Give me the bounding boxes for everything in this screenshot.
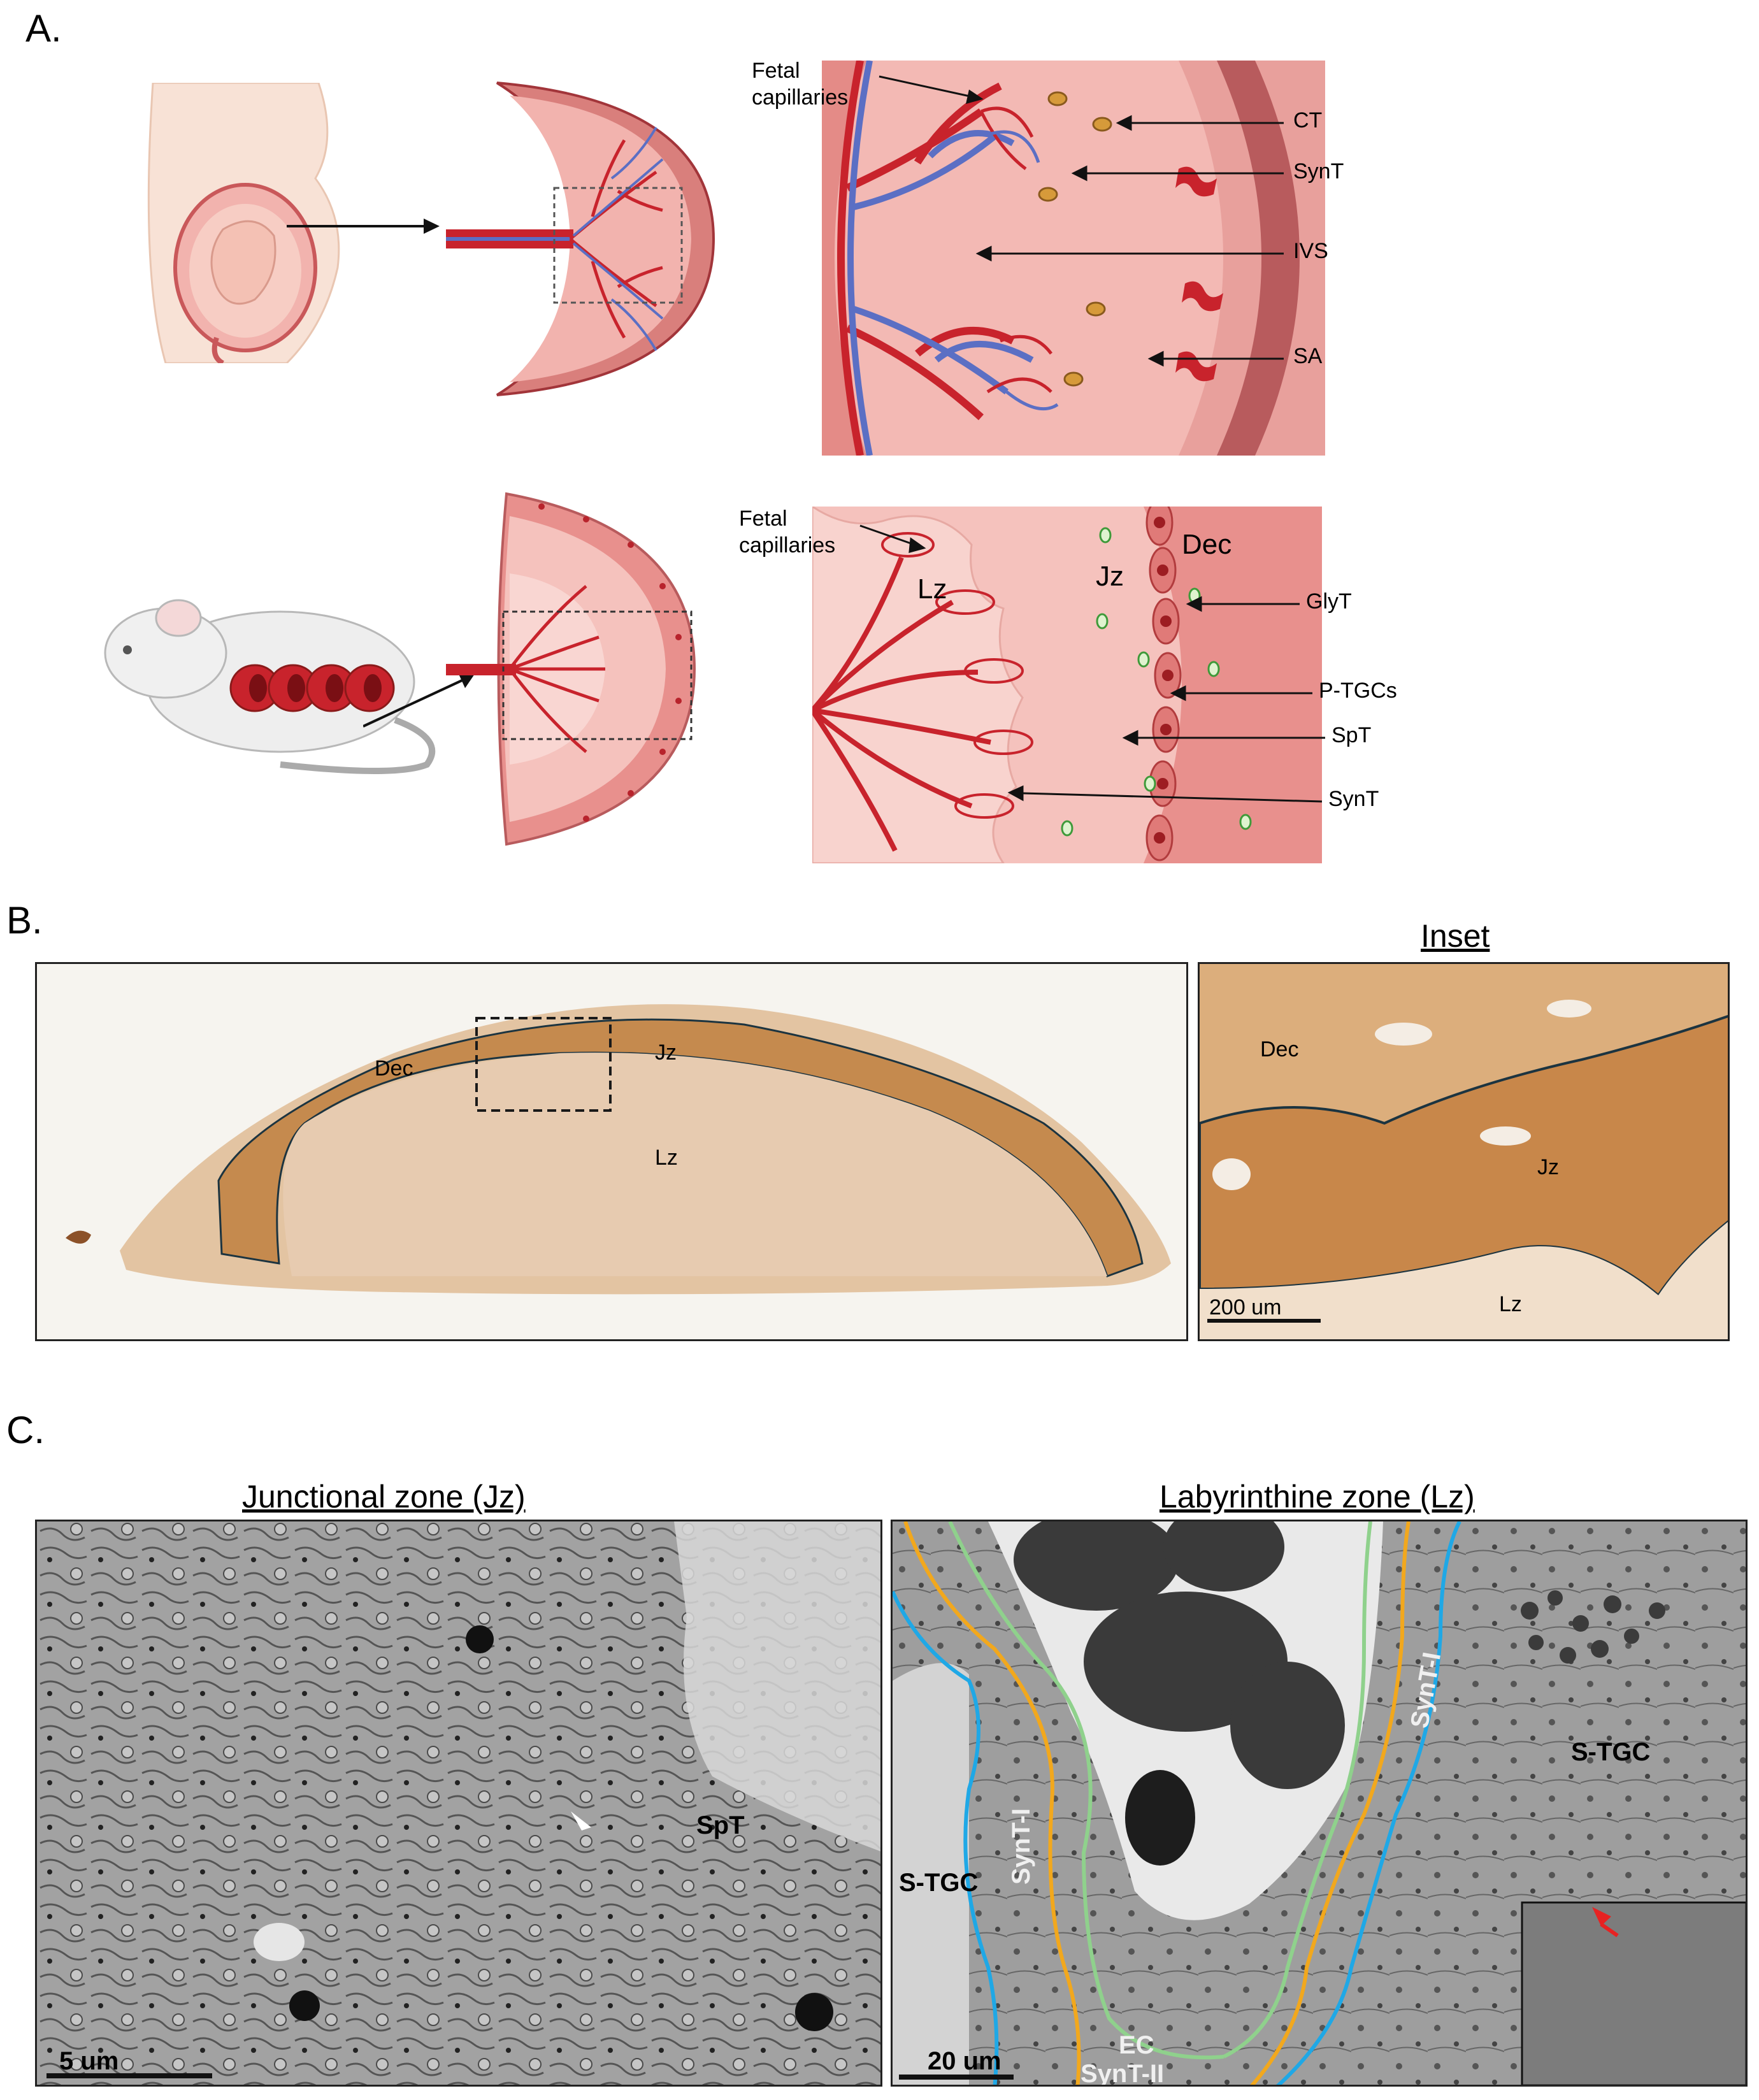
ihc-inset-tissue xyxy=(1200,964,1730,1341)
label-s-tgc-right: S-TGC xyxy=(1571,1738,1650,1767)
inset-scale-bar-label: 200 um xyxy=(1209,1295,1281,1320)
label-jz-overview: Jz xyxy=(655,1040,677,1065)
inset-title: Inset xyxy=(1421,917,1490,954)
label-jz-inset: Jz xyxy=(1537,1155,1559,1180)
label-spt-em: SpT xyxy=(696,1811,745,1840)
lz-em-title: Labyrinthine zone (Lz) xyxy=(1160,1478,1475,1515)
ihc-inset-image: Dec Jz Lz 200 um xyxy=(1198,962,1730,1341)
label-s-tgc-left: S-TGC xyxy=(899,1869,978,1897)
jz-em-title: Junctional zone (Jz) xyxy=(242,1478,526,1515)
panel-c-letter: C. xyxy=(6,1408,45,1452)
panel-b-letter: B. xyxy=(6,898,43,942)
mouse-label-arrows xyxy=(0,478,1759,828)
lz-em-image: S-TGC S-TGC SynT-I SynT-I EC SynT-II 20 … xyxy=(891,1520,1748,2087)
lz-scale-bar-label: 20 um xyxy=(928,2047,1002,2076)
ihc-overview-tissue xyxy=(37,964,1188,1341)
jz-em-image: SpT 5 um xyxy=(35,1520,882,2087)
lz-em-texture xyxy=(893,1521,1748,2087)
human-label-arrows xyxy=(0,0,1759,446)
label-lz-inset: Lz xyxy=(1499,1292,1522,1317)
label-ec: EC xyxy=(1119,2031,1154,2060)
label-lz-overview: Lz xyxy=(655,1146,678,1170)
ihc-overview-image: Dec Jz Lz xyxy=(35,962,1188,1341)
label-dec-inset: Dec xyxy=(1260,1037,1298,1062)
label-synt-ii: SynT-II xyxy=(1081,2060,1164,2087)
jz-em-texture xyxy=(37,1521,882,2087)
jz-scale-bar-label: 5 um xyxy=(59,2047,118,2076)
label-synt-i-left: SynT-I xyxy=(1007,1808,1036,1885)
label-dec-overview: Dec xyxy=(375,1056,413,1081)
